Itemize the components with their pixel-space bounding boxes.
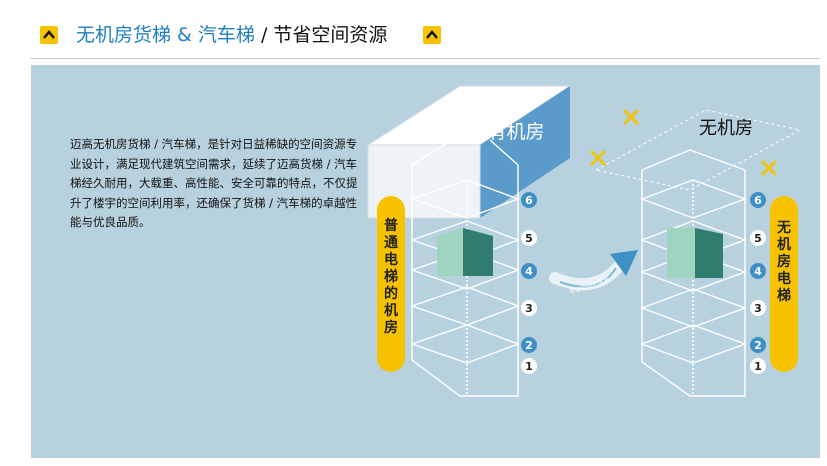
chevron-up-icon bbox=[423, 26, 441, 44]
floor-marker-4: 4 bbox=[521, 263, 537, 279]
cross-icon bbox=[622, 108, 640, 126]
header-divider bbox=[30, 58, 820, 59]
svg-text:4: 4 bbox=[754, 265, 762, 278]
floor-marker-1: 1 bbox=[750, 358, 766, 374]
svg-text:4: 4 bbox=[525, 265, 533, 278]
svg-text:6: 6 bbox=[754, 194, 762, 207]
left-floor-markers: 6 5 4 3 2 1 bbox=[521, 192, 537, 374]
right-elevator-car bbox=[667, 228, 723, 278]
svg-text:3: 3 bbox=[754, 302, 762, 315]
removed-room-outline bbox=[594, 109, 802, 191]
title-separator: / bbox=[254, 24, 274, 46]
floor-marker-3: 3 bbox=[750, 300, 766, 316]
left-shaft bbox=[409, 134, 521, 397]
floor-marker-6: 6 bbox=[521, 192, 537, 208]
title-secondary: 节省空间资源 bbox=[273, 24, 388, 46]
header: 无机房货梯 & 汽车梯 / 节省空间资源 bbox=[0, 0, 827, 60]
svg-text:1: 1 bbox=[525, 360, 533, 373]
cross-icon bbox=[589, 149, 607, 167]
page-title: 无机房货梯 & 汽车梯 / 节省空间资源 bbox=[76, 22, 387, 48]
floor-marker-6: 6 bbox=[750, 192, 766, 208]
floor-marker-5: 5 bbox=[750, 230, 766, 246]
svg-text:1: 1 bbox=[754, 360, 762, 373]
machine-room-label: 有机房 bbox=[487, 121, 544, 143]
floor-marker-1: 1 bbox=[521, 358, 537, 374]
floor-marker-2: 2 bbox=[750, 337, 766, 353]
description-text: 迈高无机房货梯 / 汽车梯，是针对日益稀缺的空间资源专业设计，满足现代建筑空间需… bbox=[70, 137, 358, 229]
floor-marker-2: 2 bbox=[521, 337, 537, 353]
floor-marker-3: 3 bbox=[521, 300, 537, 316]
svg-text:2: 2 bbox=[525, 339, 533, 352]
svg-text:5: 5 bbox=[754, 232, 762, 245]
svg-text:3: 3 bbox=[525, 302, 533, 315]
right-floor-markers: 6 5 4 3 2 1 bbox=[750, 192, 766, 374]
right-side-pill bbox=[770, 196, 798, 372]
svg-text:6: 6 bbox=[525, 194, 533, 207]
no-machine-room-side-label: 无机房电梯 bbox=[777, 220, 791, 304]
cross-icon bbox=[760, 159, 778, 177]
svg-text:5: 5 bbox=[525, 232, 533, 245]
no-machine-room-label: 无机房 bbox=[699, 118, 753, 139]
floor-marker-4: 4 bbox=[750, 263, 766, 279]
left-elevator-car bbox=[437, 228, 493, 276]
left-side-pill bbox=[377, 196, 405, 372]
floor-marker-5: 5 bbox=[521, 230, 537, 246]
svg-text:2: 2 bbox=[754, 339, 762, 352]
chevron-up-icon bbox=[40, 26, 58, 44]
title-primary: 无机房货梯 & 汽车梯 bbox=[76, 24, 255, 46]
machine-room-box bbox=[366, 85, 572, 219]
arrow-icon bbox=[549, 250, 638, 291]
machine-room-side-label: 普通电梯的机房 bbox=[384, 218, 398, 336]
